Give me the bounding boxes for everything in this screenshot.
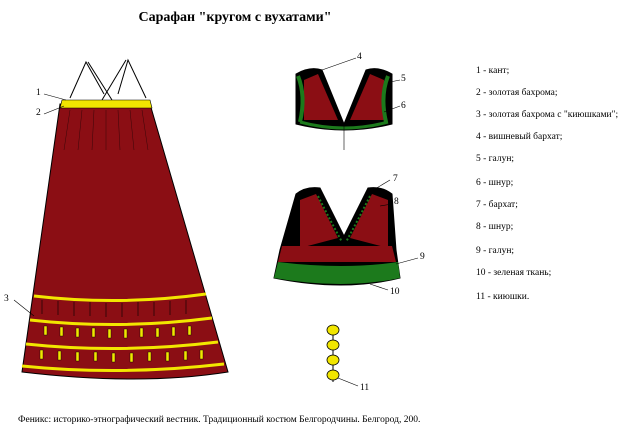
callout-7: 7 (393, 174, 398, 184)
legend-item: 9 - галун; (476, 246, 514, 256)
legend-item: 3 - золотая бахрома с "киюшками"; (476, 110, 618, 120)
legend-item: 5 - галун; (476, 154, 514, 164)
legend-item: 7 - бархат; (476, 200, 518, 210)
callout-2: 2 (36, 108, 41, 118)
callout-1: 1 (36, 88, 41, 98)
legend-item: 8 - шнур; (476, 222, 513, 232)
legend-item: 2 - золотая бахрома; (476, 88, 558, 98)
legend-item: 10 - зеленая ткань; (476, 268, 551, 278)
callout-10: 10 (390, 287, 400, 297)
legend-item: 4 - вишневый бархат; (476, 132, 562, 142)
sarafan-figure (14, 60, 228, 379)
source-citation: Феникс: историко-этнографический вестник… (18, 415, 420, 425)
kiyushki-figure (327, 325, 358, 386)
callout-5: 5 (401, 74, 406, 84)
callout-8: 8 (394, 197, 399, 207)
callout-6: 6 (401, 101, 406, 111)
callout-4: 4 (357, 52, 362, 62)
callout-11: 11 (360, 383, 369, 393)
legend-item: 11 - киюшки. (476, 292, 529, 302)
callout-9: 9 (420, 252, 425, 262)
jacket-top-figure (296, 58, 400, 150)
legend-item: 1 - кант; (476, 66, 509, 76)
callout-3: 3 (4, 294, 9, 304)
legend-item: 6 - шнур; (476, 178, 513, 188)
